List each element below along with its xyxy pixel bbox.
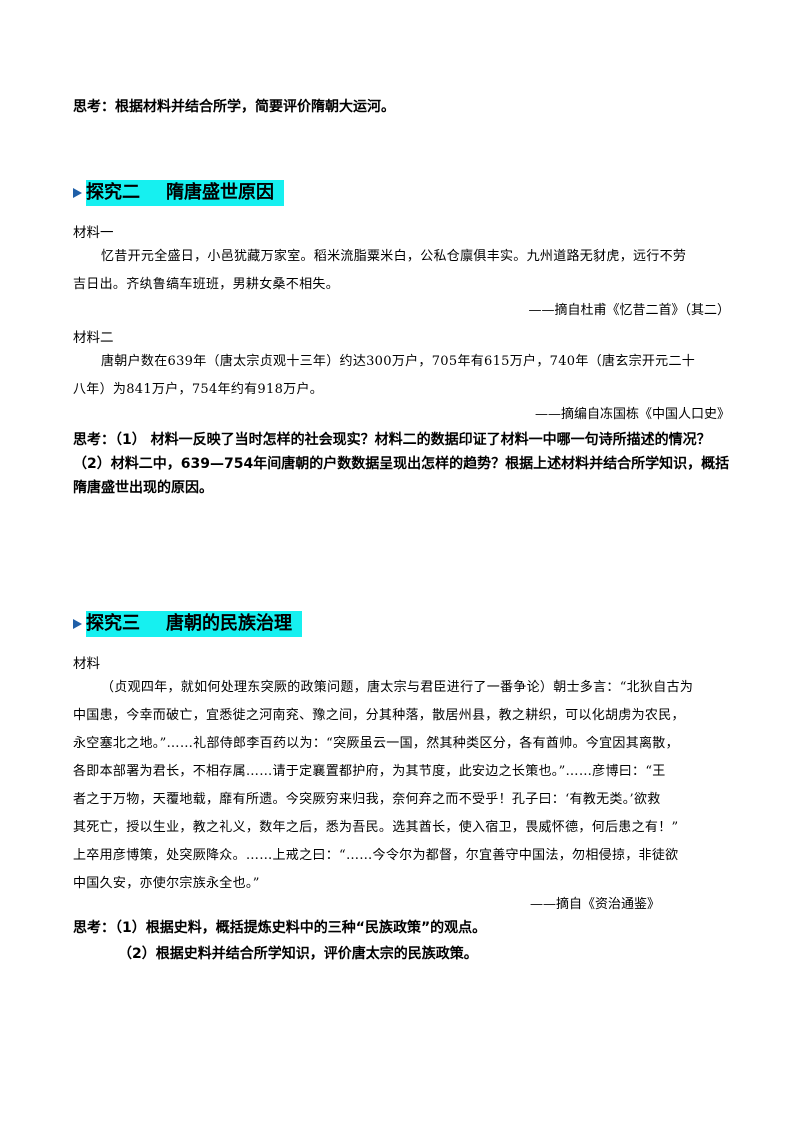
question-prosperity: 思考：（1） 材料一反映了当时怎样的社会现实？材料二的数据印证了材料一中哪一句诗…	[73, 429, 753, 499]
material-line: 各即本部署为君长，不相存属……请于定襄置都护府，为其节度，此安边之长策也。”………	[73, 764, 666, 779]
question-line: 隋唐盛世出现的原因。	[73, 480, 213, 496]
material-2-label: 材料二	[73, 330, 114, 346]
material-label: 材料	[73, 656, 100, 672]
section-title-a: 探究二	[86, 182, 140, 203]
question-ethnic-policy-2: （2）根据史料并结合所学知识，评价唐太宗的民族政策。	[118, 946, 478, 962]
question-line: （2）材料二中，639—754年间唐朝的户数数据呈现出怎样的趋势？根据上述材料并…	[73, 456, 730, 472]
material-1-source: ——摘自杜甫《忆昔二首》（其二）	[528, 303, 730, 318]
material-line: 其死亡，授以生业，教之礼义，数年之后，悉为吾民。选其酋长，使入宿卫，畏威怀德，何…	[73, 820, 679, 835]
section-heading-3: 探究三 唐朝的民族治理	[73, 611, 302, 637]
material-line: 永空塞北之地。”……礼部侍郎李百药以为：“突厥虽云一国，然其种类区分，各有酋帅。…	[73, 736, 679, 751]
material-1-text: 忆昔开元全盛日，小邑犹藏万家室。稻米流脂粟米白，公私仓廪俱丰实。九州道路无豺虎，…	[73, 243, 733, 299]
section-title-highlight: 探究二 隋唐盛世原因	[86, 180, 284, 206]
triangle-arrow-icon	[73, 188, 82, 198]
triangle-arrow-icon	[73, 619, 82, 629]
material-line: 中国患，今幸而破亡，宜悉徙之河南兖、豫之间，分其种落，散居州县，教之耕织，可以化…	[73, 708, 685, 723]
material-2-line: 唐朝户数在639年（唐太宗贞观十三年）约达300万户，705年有615万户，74…	[101, 354, 696, 369]
question-grand-canal: 思考：根据材料并结合所学，简要评价隋朝大运河。	[73, 99, 395, 115]
material-2-text: 唐朝户数在639年（唐太宗贞观十三年）约达300万户，705年有615万户，74…	[73, 348, 733, 404]
question-ethnic-policy-1: 思考：（1）根据史料，概括提炼史料中的三种“民族政策”的观点。	[73, 920, 487, 936]
section-title-b: 隋唐盛世原因	[166, 182, 274, 203]
material-line: 中国久安，亦使尔宗族永全也。”	[73, 876, 260, 891]
material-line: 者之于万物，天覆地载，靡有所遗。今突厥穷来归我，奈何弃之而不受乎！孔子曰：‘有教…	[73, 792, 661, 807]
material-text: （贞观四年，就如何处理东突厥的政策问题，唐太宗与君臣进行了一番争论）朝士多言：“…	[73, 674, 743, 898]
material-1-line: 吉日出。齐纨鲁缟车班班，男耕女桑不相失。	[73, 277, 340, 292]
material-2-source: ——摘编自冻国栋《中国人口史》	[534, 407, 730, 422]
material-line: （贞观四年，就如何处理东突厥的政策问题，唐太宗与君臣进行了一番争论）朝士多言：“…	[101, 680, 694, 695]
material-1-line: 忆昔开元全盛日，小邑犹藏万家室。稻米流脂粟米白，公私仓廪俱丰实。九州道路无豺虎，…	[101, 249, 687, 264]
section-title-b: 唐朝的民族治理	[166, 613, 292, 634]
question-line: 思考：（1） 材料一反映了当时怎样的社会现实？材料二的数据印证了材料一中哪一句诗…	[73, 432, 711, 448]
material-source: ——摘自《资治通鉴》	[529, 897, 660, 912]
material-1-label: 材料一	[73, 225, 114, 241]
section-title-highlight: 探究三 唐朝的民族治理	[86, 611, 302, 637]
section-title-a: 探究三	[86, 613, 140, 634]
material-2-line: 八年）为841万户，754年约有918万户。	[73, 382, 324, 397]
material-line: 上卒用彦博策，处突厥降众。……上戒之曰：“……今令尔为都督，尔宜善守中国法，勿相…	[73, 848, 679, 863]
section-heading-2: 探究二 隋唐盛世原因	[73, 180, 284, 206]
